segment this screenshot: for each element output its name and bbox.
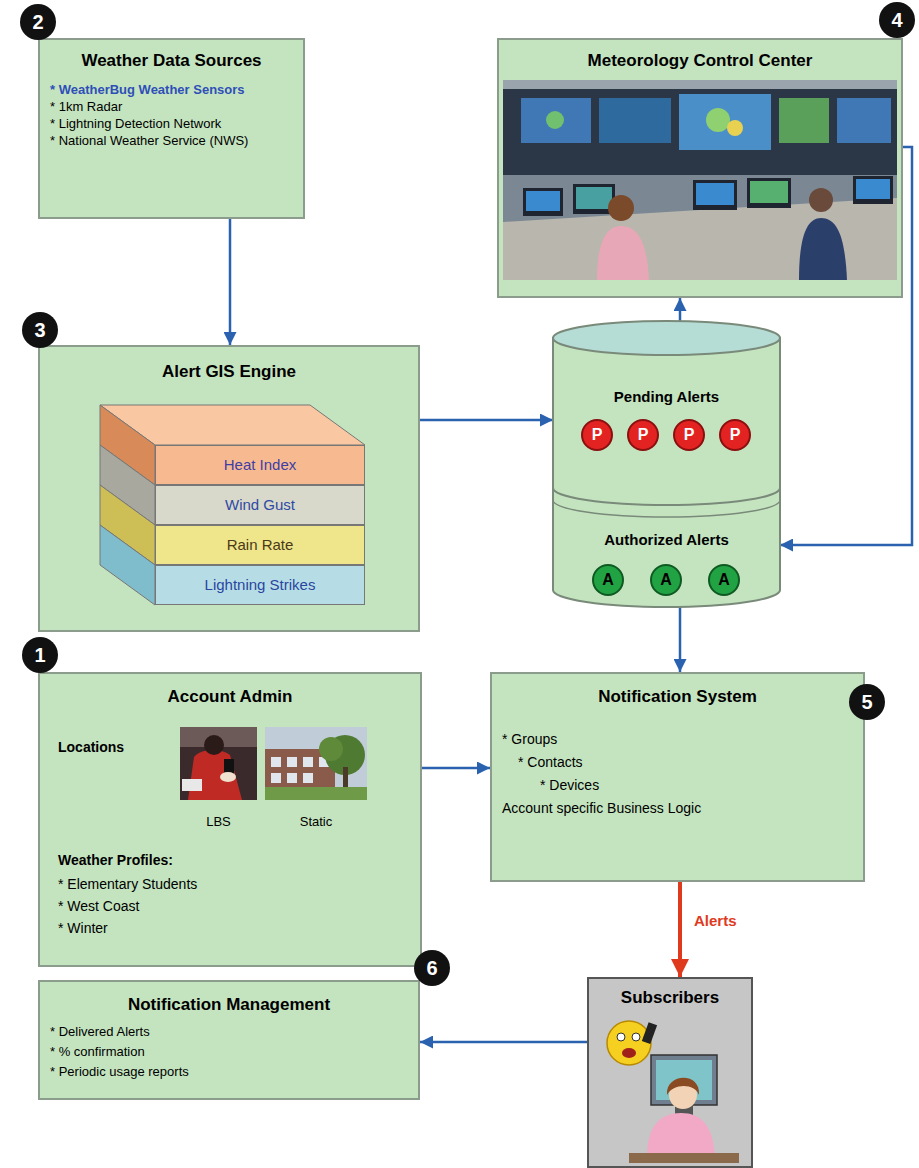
node-text: P bbox=[629, 421, 657, 449]
node-text: P bbox=[675, 421, 703, 449]
alert-token: P bbox=[673, 419, 705, 451]
building-photo bbox=[265, 727, 367, 800]
layer-band: Rain Rate bbox=[155, 525, 365, 565]
node-text: Pending Alerts bbox=[553, 388, 780, 407]
control-room-photo bbox=[503, 80, 897, 280]
alert-token: A bbox=[650, 564, 682, 596]
flow-arrow bbox=[229, 219, 232, 345]
node-text: LBS bbox=[180, 814, 257, 830]
node-text: Wind Gust bbox=[156, 486, 364, 524]
callout-number: 3 bbox=[22, 312, 58, 348]
node-text: * Winter bbox=[58, 920, 108, 938]
node-text: * % confirmation bbox=[50, 1044, 145, 1060]
layer-band: Lightning Strikes bbox=[155, 565, 365, 605]
process-box: Notification Management * Delivered Alert… bbox=[38, 980, 420, 1100]
node-text: * 1km Radar bbox=[50, 99, 122, 115]
node-text: * Periodic usage reports bbox=[50, 1064, 189, 1080]
node-text: * West Coast bbox=[58, 898, 139, 916]
flow-arrow bbox=[678, 882, 682, 977]
node-text: Account specific Business Logic bbox=[502, 800, 701, 818]
node-text: * WeatherBug Weather Sensors bbox=[50, 82, 245, 98]
node-text: Rain Rate bbox=[156, 526, 364, 564]
process-box: Notification System * Groups * Contacts * D… bbox=[490, 672, 865, 882]
subscriber-box: Subscribers bbox=[587, 977, 753, 1168]
process-box: Meteorology Control Center bbox=[497, 38, 903, 298]
database-section: Pending AlertsPPPP bbox=[553, 322, 780, 495]
node-text: * Contacts bbox=[518, 754, 583, 772]
alert-token: P bbox=[581, 419, 613, 451]
callout-number: 2 bbox=[20, 4, 56, 40]
node-text: * National Weather Service (NWS) bbox=[50, 133, 248, 149]
node-text: Weather Profiles: bbox=[58, 852, 173, 870]
callout-number: 5 bbox=[849, 684, 885, 720]
node-text: A bbox=[594, 566, 622, 594]
node-text: P bbox=[721, 421, 749, 449]
node-text: P bbox=[583, 421, 611, 449]
subscriber-illustration bbox=[589, 1007, 751, 1166]
node-text: A bbox=[652, 566, 680, 594]
process-box: Alert GIS EngineHeat IndexWind GustRain … bbox=[38, 345, 420, 632]
process-box: Weather Data Sources * WeatherBug Weather… bbox=[38, 38, 305, 219]
database-section: Authorized AlertsA A A bbox=[553, 497, 780, 605]
node-heading: Meteorology Control Center bbox=[499, 50, 901, 71]
alert-token: A bbox=[592, 564, 624, 596]
flow-arrow bbox=[422, 767, 490, 770]
alert-token: A bbox=[708, 564, 740, 596]
node-heading: Weather Data Sources bbox=[40, 50, 303, 71]
node-text: * Devices bbox=[540, 777, 599, 795]
node-text: * Elementary Students bbox=[58, 876, 197, 894]
node-text: * Groups bbox=[502, 731, 557, 749]
process-box: Account AdminLocationsLBS StaticWeather P… bbox=[38, 672, 422, 967]
node-text: Heat Index bbox=[156, 446, 364, 484]
node-text: * Lightning Detection Network bbox=[50, 116, 221, 132]
callout-number: 1 bbox=[22, 637, 58, 673]
node-text: Lightning Strikes bbox=[156, 566, 364, 604]
layer-band: Heat Index bbox=[155, 445, 365, 485]
node-text: Locations bbox=[58, 739, 124, 757]
callout-number: 6 bbox=[414, 950, 450, 986]
node-text: Authorized Alerts bbox=[553, 531, 780, 550]
mobile-user-photo bbox=[180, 727, 257, 800]
node-heading: Account Admin bbox=[40, 686, 420, 707]
flow-arrow bbox=[679, 298, 682, 322]
alert-token: P bbox=[719, 419, 751, 451]
alert-token: P bbox=[627, 419, 659, 451]
node-heading: Notification System bbox=[492, 686, 863, 707]
node-heading: Alert GIS Engine bbox=[40, 361, 418, 382]
node-text: A bbox=[710, 566, 738, 594]
flow-arrow bbox=[420, 419, 553, 422]
node-heading: Notification Management bbox=[40, 994, 418, 1015]
node-text: * Delivered Alerts bbox=[50, 1024, 150, 1040]
node-text: Static bbox=[265, 814, 367, 830]
callout-number: 4 bbox=[879, 2, 915, 38]
node-heading: Subscribers bbox=[589, 987, 751, 1008]
edge-label: Alerts bbox=[694, 912, 737, 929]
flow-arrow bbox=[420, 1041, 587, 1044]
layer-band: Wind Gust bbox=[155, 485, 365, 525]
flow-arrow bbox=[679, 605, 682, 672]
